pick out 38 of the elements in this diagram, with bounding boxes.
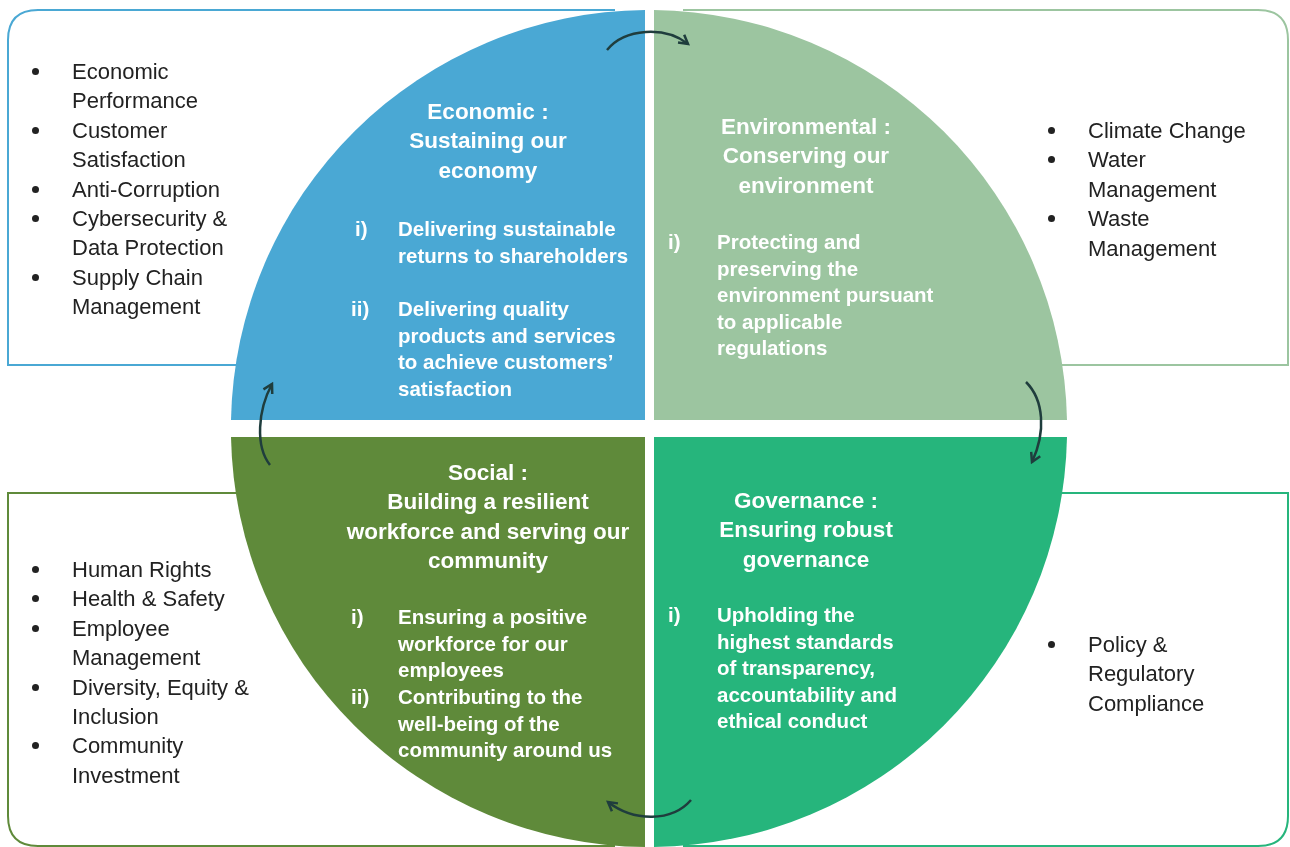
- list-item: Human Rights: [72, 557, 212, 582]
- objective-text: Ensuring a positive workforce for our employees: [398, 604, 589, 684]
- list-item: Anti-Corruption: [72, 176, 220, 202]
- list-item: Waste Management: [1088, 206, 1217, 261]
- list-item: Water Management: [1088, 147, 1217, 202]
- quadrant-title: Social :: [447, 459, 529, 487]
- list-numeral: i): [668, 229, 682, 255]
- quadrant-title: Environmental :: [720, 113, 892, 141]
- list-numeral: i): [355, 216, 369, 242]
- cycle-arrow: [1025, 381, 1043, 464]
- objective-text: Contributing to the well-being of the community around us: [398, 684, 614, 764]
- list-item: Diversity, Equity & Inclusion: [72, 674, 249, 730]
- list-item: Economic Performance: [72, 59, 198, 114]
- list-item: Health & Safety: [72, 586, 225, 612]
- objective-text: Protecting and preserving the environment pursuant to applicable regulations: [717, 229, 935, 362]
- objective-text: Delivering sustainable returns to shareholders: [398, 216, 630, 269]
- list-item: Employee Management: [72, 615, 201, 671]
- cycle-arrow: [606, 799, 692, 818]
- list-numeral: ii): [351, 684, 371, 710]
- quadrant-subtitle: Sustaining our economy: [408, 127, 568, 185]
- list-item: Policy & Regulatory Compliance: [1088, 632, 1205, 716]
- list-item: Customer Satisfaction: [72, 117, 186, 173]
- list-numeral: ii): [351, 296, 371, 322]
- objective-text: Delivering quality products and services to achieve customers’ satisfaction: [398, 296, 617, 402]
- quadrant-subtitle: Ensuring robust governance: [718, 516, 894, 574]
- quadrant-subtitle: Building a resilient workforce and serving our community: [345, 488, 631, 575]
- list-item: Climate Change: [1088, 118, 1246, 143]
- list-item: Cybersecurity & Data Protection: [72, 206, 228, 261]
- quadrant-title: Governance :: [733, 487, 879, 515]
- quadrant-subtitle: Conserving our environment: [721, 142, 891, 200]
- list-item: Supply Chain Management: [72, 264, 203, 320]
- list-numeral: i): [668, 602, 682, 628]
- cycle-arrow: [606, 30, 690, 51]
- list-item: Community Investment: [72, 733, 184, 788]
- quadrant-title: Economic :: [426, 98, 550, 126]
- objective-text: Upholding the highest standards of transparency, accountability and ethical conduct: [717, 602, 898, 735]
- list-numeral: i): [351, 604, 365, 630]
- cycle-arrow: [258, 382, 274, 466]
